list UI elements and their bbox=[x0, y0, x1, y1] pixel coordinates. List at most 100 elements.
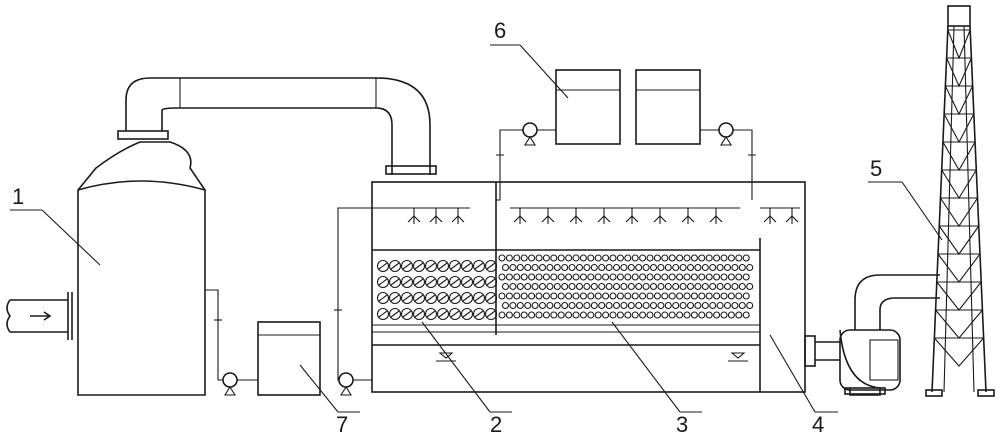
packing-ring bbox=[448, 259, 462, 273]
packing-pellet bbox=[528, 311, 536, 319]
dosing-tanks bbox=[496, 69, 756, 201]
packing-pellet bbox=[639, 311, 647, 319]
packing-pellet bbox=[668, 311, 676, 319]
packing-ring bbox=[388, 275, 402, 289]
packing-pellet bbox=[583, 263, 591, 272]
packing-ring bbox=[412, 291, 426, 305]
nozzle-spray bbox=[653, 215, 667, 224]
packing-pellet bbox=[572, 311, 580, 319]
packing-pellet bbox=[672, 301, 680, 310]
packing-pellet bbox=[528, 254, 536, 262]
packing-ring bbox=[376, 275, 390, 289]
packing-pellet bbox=[594, 273, 602, 281]
packing-pellet bbox=[605, 301, 613, 310]
packing-pellet bbox=[602, 292, 610, 300]
packing-pellet bbox=[557, 273, 565, 281]
packing-pellet bbox=[686, 301, 695, 310]
packing-hatch bbox=[390, 262, 400, 270]
packing-pellet bbox=[676, 254, 684, 262]
packing-pellet bbox=[746, 301, 754, 310]
packing-hatch bbox=[474, 310, 484, 318]
nozzle-spray bbox=[681, 215, 695, 224]
packing-pellet bbox=[609, 292, 617, 300]
packing-ring bbox=[448, 291, 462, 305]
packing-pellet bbox=[598, 301, 606, 310]
packing-pellet bbox=[653, 292, 661, 300]
packing-pellet bbox=[661, 273, 669, 281]
packing-pellet bbox=[735, 254, 743, 262]
packing-ring bbox=[460, 291, 474, 305]
packing-ring bbox=[376, 291, 390, 305]
packing-hatch bbox=[438, 278, 448, 286]
packing-pellet bbox=[542, 311, 550, 319]
packing-pellet bbox=[565, 273, 573, 281]
packing-pellet bbox=[709, 263, 717, 272]
packing-pellet bbox=[546, 263, 554, 272]
packing-pellet bbox=[701, 263, 709, 272]
packing-pellet bbox=[528, 273, 536, 281]
stack-brace bbox=[941, 169, 977, 200]
packing-pellet bbox=[505, 273, 513, 281]
packing-pellet bbox=[723, 263, 732, 272]
packing-pellet bbox=[572, 292, 580, 300]
stack-brace bbox=[943, 113, 975, 144]
packing-ring bbox=[436, 307, 450, 321]
packing-pellet bbox=[716, 301, 724, 310]
packing-pellet bbox=[524, 301, 532, 310]
packing-pellet bbox=[546, 301, 554, 310]
packing-pellet bbox=[701, 282, 709, 291]
label-1: 1 bbox=[12, 184, 24, 209]
label-3: 3 bbox=[676, 412, 688, 437]
packing-pellet bbox=[676, 273, 684, 281]
stack-brace bbox=[940, 197, 978, 227]
packing-pellet bbox=[742, 273, 750, 281]
packing-pellet bbox=[505, 311, 513, 319]
label-2: 2 bbox=[490, 412, 502, 437]
packing-pellet bbox=[705, 292, 713, 300]
recirculation-tank bbox=[205, 207, 410, 396]
packing-hatch bbox=[450, 294, 460, 302]
packing-pellet bbox=[683, 311, 691, 319]
packing-hatch bbox=[462, 294, 472, 302]
packing-pellet bbox=[713, 311, 721, 319]
packing-pellet bbox=[723, 301, 732, 310]
packing-pellet bbox=[602, 254, 610, 262]
packing-pellet bbox=[557, 292, 565, 300]
packing-pellet bbox=[561, 263, 569, 272]
packing-ring bbox=[436, 275, 450, 289]
label-6: 6 bbox=[494, 18, 506, 43]
packing-pellet bbox=[657, 282, 665, 291]
packing-ring bbox=[448, 275, 462, 289]
packing-ring bbox=[472, 275, 486, 289]
packing-pellet bbox=[620, 263, 628, 272]
packing-pellet bbox=[720, 254, 728, 262]
packing-hatch bbox=[402, 278, 412, 286]
packing-pellet bbox=[664, 263, 672, 272]
packing-pellet bbox=[583, 301, 591, 310]
packing-pellet bbox=[672, 263, 680, 272]
spray-nozzles bbox=[407, 207, 800, 224]
packing-pellet bbox=[694, 282, 702, 291]
packing-pellet bbox=[531, 282, 539, 291]
packing-pellet bbox=[698, 311, 706, 319]
packing-ring bbox=[484, 275, 498, 289]
packing-pellet bbox=[705, 254, 713, 262]
packing-pellet bbox=[698, 254, 706, 262]
packing-hatch bbox=[486, 262, 496, 270]
main-treatment-box bbox=[371, 181, 806, 393]
packing-hatch bbox=[438, 262, 448, 270]
packing-ring bbox=[460, 259, 474, 273]
packing-ring bbox=[448, 307, 462, 321]
packing-pellet bbox=[661, 292, 669, 300]
packing-pellet bbox=[713, 254, 721, 262]
packing-pellet bbox=[686, 282, 695, 291]
packing-hatch bbox=[486, 310, 496, 318]
packing-pellet bbox=[709, 301, 717, 310]
packing-hatch bbox=[486, 278, 496, 286]
packing-ring bbox=[400, 291, 414, 305]
packing-ring bbox=[376, 259, 390, 273]
packing-pellet bbox=[646, 292, 654, 300]
packing-pellet bbox=[579, 273, 587, 281]
nozzle-spray bbox=[569, 215, 583, 224]
